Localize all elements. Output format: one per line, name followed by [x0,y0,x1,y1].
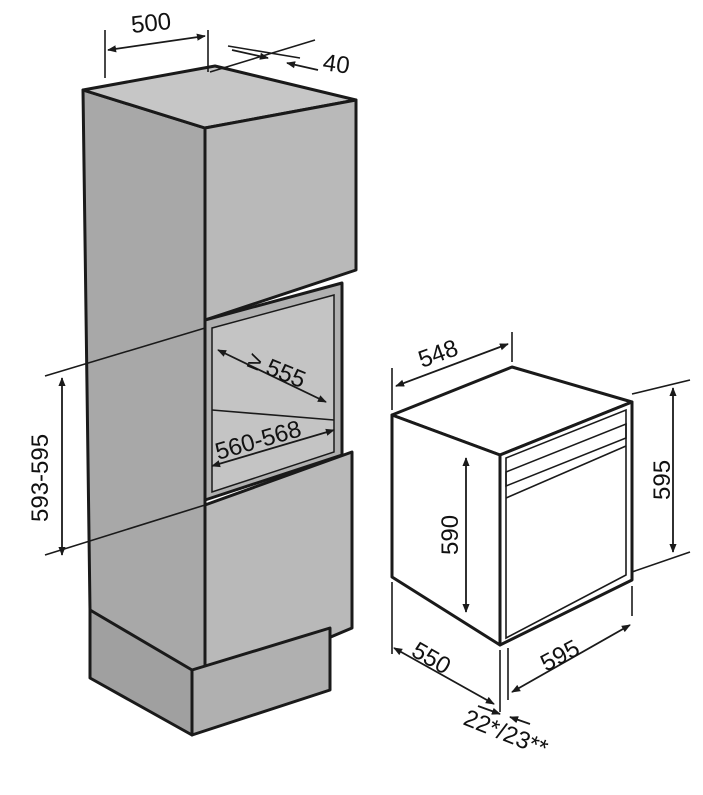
dim-label-22-23: 22*/23** [460,705,552,763]
dim-label-595-width: 595 [536,635,584,678]
dim-label-550: 550 [407,637,455,680]
dim-label-40: 40 [321,49,351,79]
dim-label-590: 590 [437,515,464,555]
dim-niche-height: 593-595 [27,327,206,556]
oven-control-panel [505,422,627,488]
dim-cabinet-depth: 500 [104,8,209,78]
dim-label-593-595: 593-595 [27,434,54,522]
cabinet-plinth-front [190,626,332,737]
dim-label-548: 548 [415,335,462,374]
dim-front-thickness: 22*/23** [460,705,552,763]
dim-label-500: 500 [130,8,173,39]
tall-cabinet [81,64,358,737]
cabinet-upper-door [203,98,358,322]
dim-oven-body-height: 590 [437,457,470,613]
dim-oven-front-height: 595 [631,379,691,573]
oven-front [498,400,634,647]
dim-top-gap: 40 [209,39,351,80]
oven-front-frame [505,408,627,640]
oven [390,365,634,647]
dim-label-595-height: 595 [649,460,676,500]
cabinet-lower-door [203,450,354,692]
cabinet-side-panel [81,88,207,692]
